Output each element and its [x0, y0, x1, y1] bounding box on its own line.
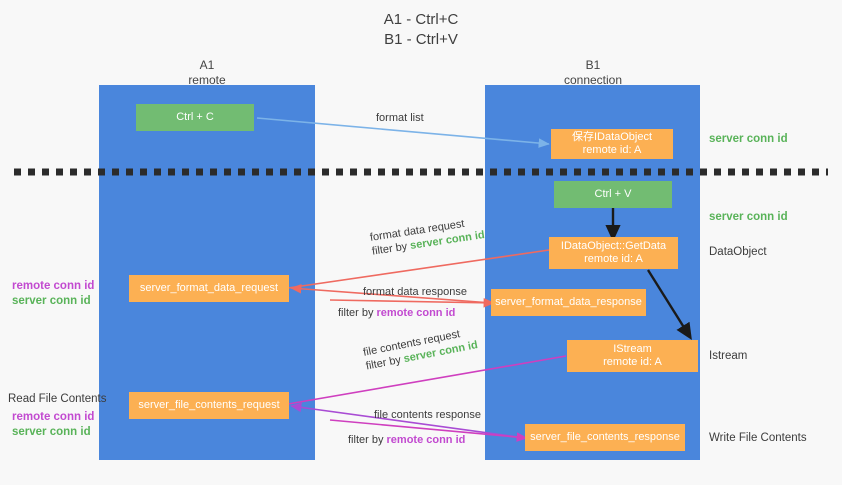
- edge-label-file-contents-request: file contents request filter by server c…: [362, 324, 479, 373]
- node-save-idataobject-line2: remote id: A: [582, 144, 642, 156]
- node-server-format-data-response[interactable]: server_format_data_response: [491, 289, 646, 316]
- node-server-file-contents-request[interactable]: server_file_contents_request: [129, 392, 289, 419]
- node-ctrl-v-label: Ctrl + V: [594, 188, 632, 200]
- filter-key-remote-conn-id: remote conn id: [376, 307, 456, 319]
- node-getdata-line2: remote id: A: [584, 253, 643, 265]
- node-server-file-contents-request-label: server_file_contents_request: [138, 399, 280, 411]
- column-a1-role: remote: [188, 73, 226, 87]
- annotation-istream: Istream: [709, 350, 748, 362]
- edge-label-file-contents-response: file contents response: [374, 408, 481, 422]
- annotation-server-conn-id-top: server conn id: [709, 133, 788, 145]
- filter-key-remote-conn-id-2: remote conn id: [386, 434, 466, 446]
- node-save-idataobject-line1: 保存IDataObject: [571, 131, 653, 143]
- arrow-format-data-response-inbound: [329, 298, 495, 308]
- edge-label-format-data-response: format data response: [363, 285, 467, 299]
- column-header-a1: A1 remote: [129, 58, 285, 88]
- annotation-dataobject: DataObject: [709, 246, 767, 258]
- title-line-1: A1 - Ctrl+C: [383, 11, 459, 28]
- node-istream-line2: remote id: A: [603, 356, 662, 368]
- column-b1-role: connection: [563, 73, 623, 87]
- edge-label-format-data-response-filter: filter by remote conn id: [338, 307, 456, 319]
- node-istream-line1: IStream: [613, 343, 652, 355]
- node-server-format-data-request[interactable]: server_format_data_request: [129, 275, 289, 302]
- annotation-read-file-contents: Read File Contents: [8, 393, 107, 405]
- annotation-left-server-conn-id-1: server conn id: [12, 295, 91, 307]
- edge-label-format-data-request: format data request filter by server con…: [369, 214, 486, 259]
- node-ctrl-v[interactable]: Ctrl + V: [554, 181, 672, 208]
- column-a1-name: A1: [199, 58, 215, 72]
- edge-label-format-data-response-text: format data response: [363, 286, 467, 298]
- annotation-left-remote-conn-id-1: remote conn id: [12, 280, 95, 292]
- edge-label-file-contents-response-filter: filter by remote conn id: [348, 434, 466, 446]
- node-idataobject-getdata[interactable]: IDataObject::GetData remote id: A: [549, 237, 678, 269]
- title-line-2: B1 - Ctrl+V: [384, 31, 458, 48]
- edge-label-file-contents-response-text: file contents response: [374, 409, 482, 421]
- node-server-format-data-response-label: server_format_data_response: [495, 296, 642, 308]
- node-server-file-contents-response-label: server_file_contents_response: [530, 431, 680, 443]
- column-b1-name: B1: [585, 58, 601, 72]
- annotation-left-remote-conn-id-2: remote conn id: [12, 411, 95, 423]
- annotation-left-server-conn-id-2: server conn id: [12, 426, 91, 438]
- annotation-write-file-contents: Write File Contents: [709, 432, 807, 444]
- node-save-idataobject[interactable]: 保存IDataObject remote id: A: [551, 129, 673, 159]
- node-getdata-line1: IDataObject::GetData: [560, 240, 667, 252]
- node-server-format-data-request-label: server_format_data_request: [139, 282, 279, 294]
- diagram-title: A1 - Ctrl+C B1 - Ctrl+V: [0, 10, 842, 50]
- annotation-server-conn-id-mid: server conn id: [709, 211, 788, 223]
- node-ctrl-c-label: Ctrl + C: [176, 111, 214, 123]
- column-header-b1: B1 connection: [515, 58, 671, 88]
- node-server-file-contents-response[interactable]: server_file_contents_response: [525, 424, 685, 451]
- node-ctrl-c[interactable]: Ctrl + C: [136, 104, 254, 131]
- node-istream[interactable]: IStream remote id: A: [567, 340, 698, 372]
- edge-label-format-list: format list: [376, 112, 424, 124]
